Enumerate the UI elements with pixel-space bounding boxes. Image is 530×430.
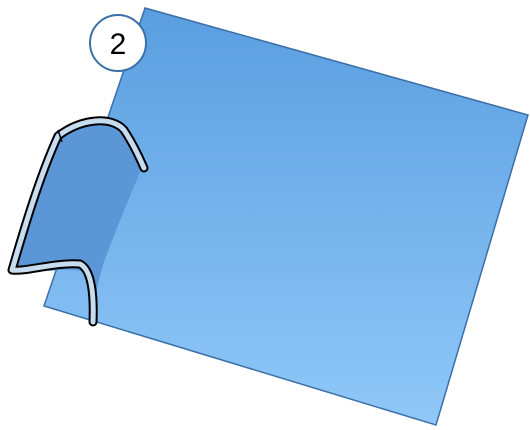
step-number-badge: 2 [90, 15, 146, 71]
step-number-label: 2 [110, 28, 127, 61]
